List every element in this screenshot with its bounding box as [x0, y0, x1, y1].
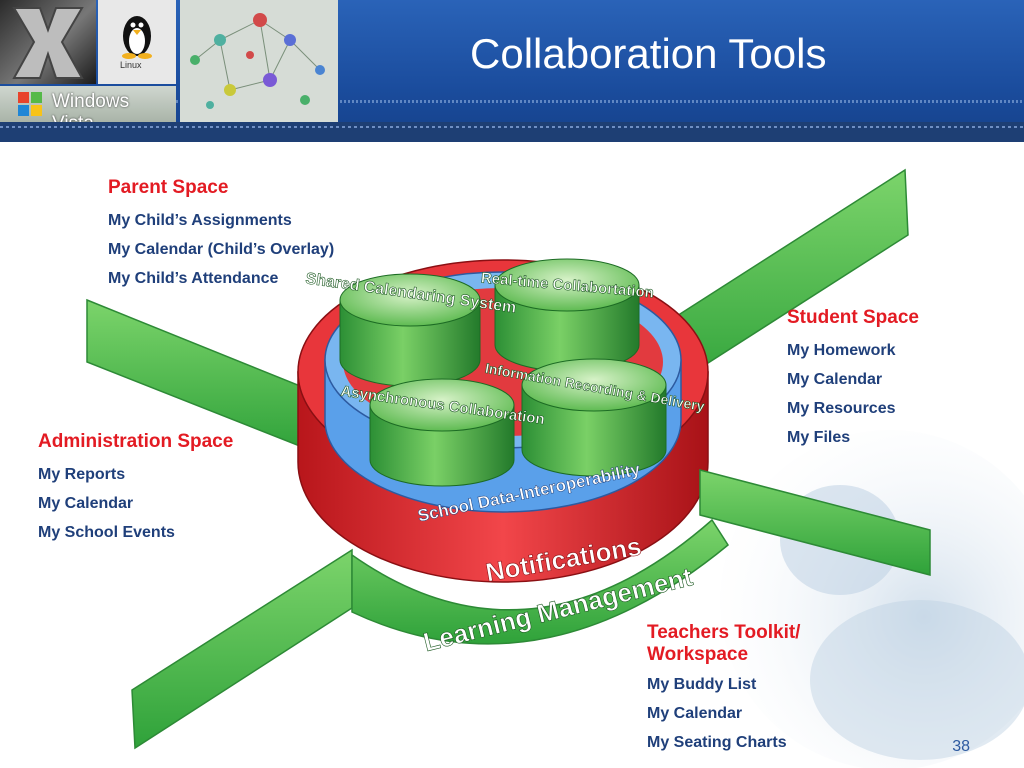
teachers-toolkit-block: Teachers Toolkit/ Workspace My Buddy Lis…	[647, 622, 877, 757]
parent-space-block: Parent Space My Child’s Assignments My C…	[108, 176, 334, 293]
page-number: 38	[952, 738, 970, 755]
cylinder-asynchronous	[369, 378, 515, 487]
student-item: My Homework	[787, 342, 896, 359]
student-space-heading: Student Space	[787, 307, 919, 328]
teacher-item: My Calendar	[647, 705, 743, 722]
parent-space-heading: Parent Space	[108, 177, 229, 198]
collaboration-diagram: Shared Calendaring System Real-time Coll…	[86, 168, 931, 750]
windows-vista-label: Windows Vista	[52, 91, 130, 122]
parent-item: My Child’s Assignments	[108, 212, 292, 229]
admin-item: My Calendar	[38, 495, 134, 512]
cylinder-shared-calendaring	[339, 273, 481, 387]
green-bar-bottom-right	[699, 469, 931, 576]
header-band	[0, 122, 1024, 142]
network-graph-thumbnail	[180, 0, 338, 122]
slide-title: Collaboration Tools	[470, 30, 827, 77]
teacher-item: My Buddy List	[647, 676, 757, 693]
cylinder-realtime-collaboration	[494, 258, 640, 372]
student-item: My Files	[787, 429, 851, 446]
administration-space-heading: Administration Space	[38, 431, 234, 452]
admin-item: My School Events	[38, 524, 175, 541]
student-item: My Calendar	[787, 371, 883, 388]
windows-flag-icon	[18, 92, 42, 116]
linux-label: Linux	[120, 60, 142, 70]
parent-item: My Child’s Attendance	[108, 270, 279, 287]
teacher-item: My Seating Charts	[647, 734, 787, 751]
linux-thumbnail: Linux	[98, 0, 176, 84]
parent-item: My Calendar (Child’s Overlay)	[108, 241, 335, 258]
network-graph-icon	[190, 13, 325, 109]
admin-item: My Reports	[38, 466, 126, 483]
header-divider	[0, 100, 1024, 103]
windows-vista-thumbnail: Windows Vista	[0, 86, 176, 122]
teachers-toolkit-heading: Teachers Toolkit/ Workspace	[647, 622, 801, 665]
green-bar-bottom-left	[131, 548, 353, 750]
student-item: My Resources	[787, 400, 896, 417]
administration-space-block: Administration Space My Reports My Calen…	[38, 430, 233, 547]
mac-os-x-thumbnail	[0, 0, 96, 84]
cylinder-information-recording	[521, 358, 667, 477]
student-space-block: Student Space My Homework My Calendar My…	[787, 306, 919, 452]
learning-management-band	[351, 518, 729, 645]
penguin-icon	[122, 16, 152, 59]
x-logo-icon	[12, 7, 84, 79]
